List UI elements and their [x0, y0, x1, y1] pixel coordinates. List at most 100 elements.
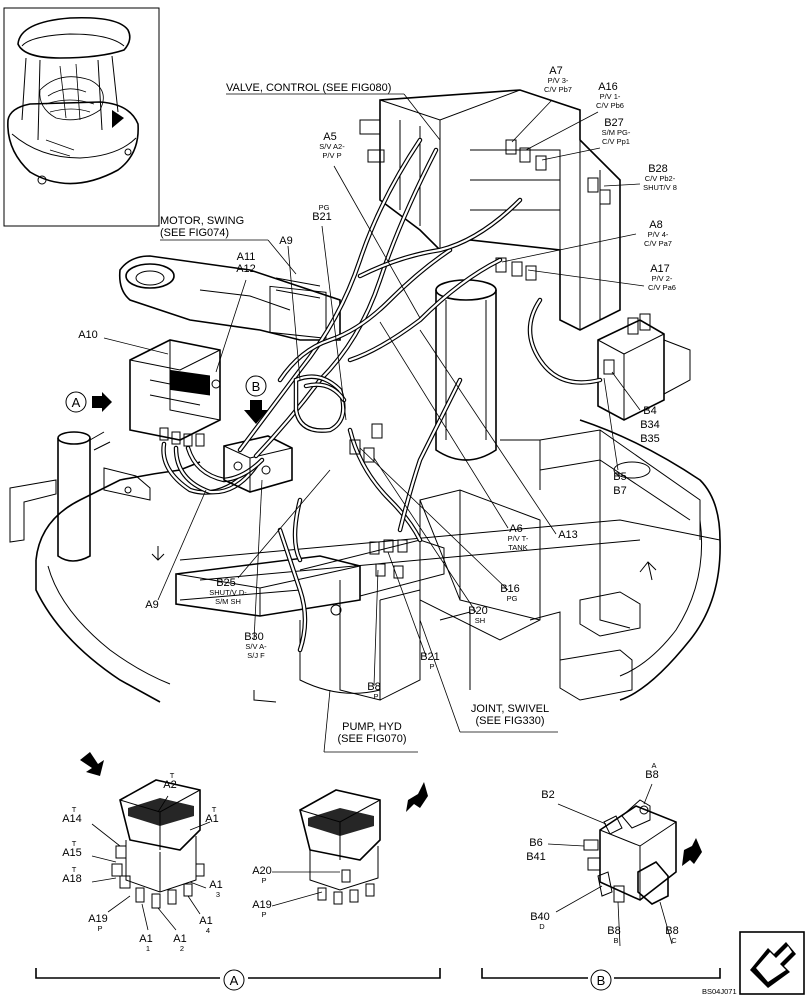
part-label-A13: A13	[558, 529, 578, 541]
label-prefix: T	[212, 805, 217, 814]
part-sublabel: C/V Pp1	[602, 137, 630, 146]
part-label-A15: A15	[62, 847, 82, 859]
a10-fittings	[159, 427, 205, 447]
part-label-A1-3: A1	[209, 879, 222, 891]
part-label-A1-1: A1	[139, 933, 152, 945]
part-sublabel: C/V Pa7	[644, 239, 672, 248]
part-label-A20: A20	[252, 865, 272, 877]
view-b-marker: B	[244, 375, 268, 424]
part-label-A16: A16	[598, 81, 618, 93]
part-sublabel: P	[429, 662, 434, 671]
part-label-B34: B34	[640, 419, 660, 431]
part-label-B7: B7	[613, 485, 626, 497]
detail-a-label: A	[230, 973, 239, 988]
part-label-A12: A12	[236, 263, 256, 275]
callout-joint-swivel: (SEE FIG330)	[475, 715, 544, 727]
part-label-B27: B27	[604, 117, 624, 129]
labels-layer: VALVE, CONTROL (SEE FIG080)MOTOR, SWING(…	[62, 65, 679, 953]
part-sublabel: 1	[146, 944, 150, 953]
callout-valve-control: VALVE, CONTROL (SEE FIG080)	[226, 82, 391, 94]
part-sublabel: S/V A2-	[319, 142, 345, 151]
control-valve-fittings	[495, 139, 611, 281]
view-a-marker: A	[65, 391, 112, 413]
part-label-B21-bot: B21	[420, 651, 440, 663]
label-prefix: T	[72, 805, 77, 814]
part-label-B40: B40	[530, 911, 550, 923]
part-label-A10: A10	[78, 329, 98, 341]
part-label-B16: B16	[500, 583, 520, 595]
part-label-B20: B20	[468, 605, 488, 617]
part-sublabel: TANK	[508, 543, 527, 552]
part-label-B35: B35	[640, 433, 660, 445]
part-sublabel: P	[261, 876, 266, 885]
part-sublabel: S/V A-	[245, 642, 267, 651]
part-sublabel: D	[539, 922, 545, 931]
part-label-A5: A5	[323, 131, 336, 143]
part-sublabel: P	[97, 924, 102, 933]
part-sublabel: P/V 2-	[652, 274, 673, 283]
part-sublabel: P	[373, 692, 378, 701]
part-sublabel: SHUT/V D-	[209, 588, 247, 597]
part-label-B25: B25	[216, 577, 236, 589]
callout-motor-swing: MOTOR, SWING	[160, 215, 244, 227]
part-label-A9-bot: A9	[145, 599, 158, 611]
part-sublabel: C/V Pb6	[596, 101, 624, 110]
part-sublabel: P/V P	[322, 151, 341, 160]
part-sublabel: S/M PG-	[602, 128, 631, 137]
main-assembly: A B	[9, 89, 721, 703]
machine-overview-inset	[3, 7, 160, 227]
part-sublabel: 4	[206, 926, 210, 935]
part-label-B8-a: B8	[645, 769, 658, 781]
part-sublabel: C	[671, 936, 677, 945]
part-label-A6: A6	[509, 523, 522, 535]
part-label-B28: B28	[648, 163, 668, 175]
part-label-A8: A8	[649, 219, 662, 231]
part-label-A19-l: A19	[88, 913, 108, 925]
drawing-code: BS04J071	[702, 987, 737, 996]
label-prefix: T	[72, 839, 77, 848]
part-sublabel: SHUT/V 8	[643, 183, 677, 192]
detail-b-label: B	[597, 973, 606, 988]
callout-pump-hyd: (SEE FIG070)	[337, 733, 406, 745]
part-label-B5: B5	[613, 471, 626, 483]
part-sublabel: C/V Pb2-	[645, 174, 676, 183]
part-sublabel: P/V 4-	[648, 230, 669, 239]
part-label-A17: A17	[650, 263, 670, 275]
part-sublabel: P	[261, 910, 266, 919]
part-sublabel: 2	[180, 944, 184, 953]
part-sublabel: P/V 3-	[548, 76, 569, 85]
part-label-A2: A2	[163, 779, 176, 791]
part-label-A1-2: A1	[173, 933, 186, 945]
part-label-A1-t: A1	[205, 813, 218, 825]
part-sublabel: B	[613, 936, 618, 945]
callout-joint-swivel: JOINT, SWIVEL	[471, 703, 549, 715]
part-sublabel: 3	[216, 890, 220, 899]
part-sublabel: P/V T-	[508, 534, 529, 543]
svg-text:B: B	[252, 379, 261, 394]
label-prefix: PG	[319, 203, 330, 212]
part-sublabel: S/J F	[247, 651, 265, 660]
part-label-A1-4: A1	[199, 915, 212, 927]
part-label-B8-b: B8	[607, 925, 620, 937]
callout-motor-swing: (SEE FIG074)	[160, 227, 229, 239]
center-fittings	[349, 423, 383, 463]
part-label-A7: A7	[549, 65, 562, 77]
part-label-B8-c: B8	[665, 925, 678, 937]
part-sublabel: PG	[507, 594, 518, 603]
callout-pump-hyd: PUMP, HYD	[342, 721, 402, 733]
part-label-A9-top: A9	[279, 235, 292, 247]
swivel-fittings	[330, 539, 408, 616]
part-label-B8-mid: B8	[367, 681, 380, 693]
part-label-A19-r: A19	[252, 899, 272, 911]
control-valve-body	[359, 89, 621, 331]
leader-lines	[103, 93, 645, 753]
part-label-B30: B30	[244, 631, 264, 643]
svg-text:A: A	[72, 395, 81, 410]
part-label-B4: B4	[643, 405, 656, 417]
part-sublabel: C/V Pb7	[544, 85, 572, 94]
part-label-B41: B41	[526, 851, 546, 863]
part-sublabel: SH	[475, 616, 485, 625]
part-sublabel: S/M SH	[215, 597, 241, 606]
detail-b: B	[481, 783, 721, 991]
